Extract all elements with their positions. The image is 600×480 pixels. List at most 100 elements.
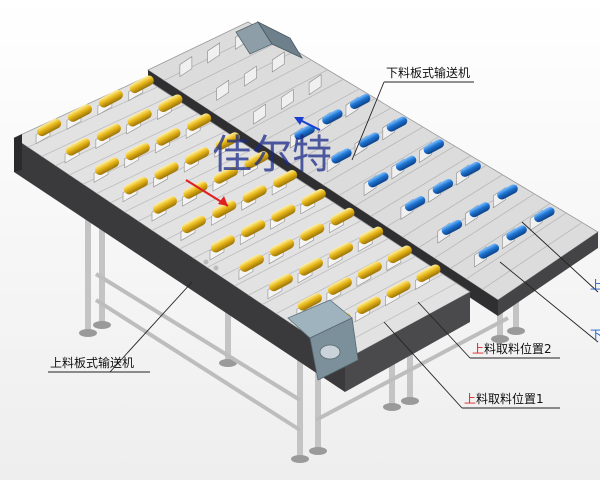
frame-bolt [213,265,219,271]
gold-roll [273,170,298,188]
upper-slat [234,220,362,287]
lower-slat [259,88,360,144]
upper-slat [41,95,172,157]
leader-right-top [521,221,599,293]
upper-slat [275,247,403,315]
lower-slat [354,145,456,207]
brace-bar [94,272,302,402]
gold-roll [187,113,212,131]
fixture-plate [207,42,220,64]
direction-arrows [185,117,321,207]
blue-roll [423,139,445,155]
blue-roll [368,172,389,188]
gold-roll [356,296,381,315]
blue-roll [478,243,500,259]
lower-conveyor-gearbox [256,20,304,59]
gold-roll [244,151,269,169]
label-lower-conveyor: 下料板式输送机 [386,66,471,80]
leg-foot [507,327,525,335]
gold-roll [127,108,152,127]
gold-roll [387,245,412,264]
lower-slat [322,126,424,186]
leg-foot [291,455,309,463]
gold-roll [242,185,267,203]
lower-slat [243,78,344,134]
blue-rolls [294,93,555,259]
blue-roll [349,93,371,109]
gold-roll [297,293,322,311]
blue-roll [294,124,315,140]
gold-roll [94,157,120,175]
label-pick-position-1: 上料取料位置1 [464,392,544,406]
upper-conveyor [13,75,471,392]
leg-foot [219,359,237,367]
gold-roll [215,132,240,150]
gold-roll [158,94,183,112]
gold-roll [96,123,121,142]
watermark: 佳尔特 [212,132,332,178]
gold-roll [357,261,382,279]
frame-braces [94,272,509,432]
lower-conveyor-end-frame [498,232,598,316]
brace-bar [315,368,411,422]
brace-bar [409,316,509,372]
gold-roll [330,207,355,226]
upper-conveyor-side-frame [14,138,345,392]
blue-roll [460,161,481,177]
gold-rolls [35,75,441,339]
frame-bolt [203,259,209,265]
upper-flow-arrow-head [218,196,228,206]
upper-slat [206,202,335,268]
upper-conveyor-end-frame [345,292,470,392]
gold-roll [185,147,210,165]
blue-roll [441,219,463,235]
lower-slat [481,222,583,290]
leader-upper-conveyor [109,281,193,373]
lower-slat [370,155,471,217]
gold-roll [213,166,238,184]
leader-right-bottom [499,261,599,343]
leader-pick-pos-2 [417,301,471,359]
gold-roll [154,161,179,180]
lower-slat [450,203,551,269]
blue-roll [331,148,352,164]
leg-foot [93,321,111,329]
gold-roll [271,204,296,222]
lower-slat [179,40,280,92]
gold-roll [298,258,324,276]
gold-roll [239,254,264,272]
gearbox-cover [319,344,341,360]
leader-lines [48,81,599,409]
lower-slat [434,193,535,259]
gold-roll [327,277,352,295]
gold-roll [156,128,181,146]
fixture-plate [244,65,257,87]
gold-roll [241,219,266,238]
gold-roll [301,188,326,207]
upper-slat [262,238,389,305]
fixture-plate [271,51,285,73]
blue-roll [534,207,555,223]
label-partial-bottom: 下 [590,328,600,342]
leg-foot [309,447,327,455]
fixture-plate [308,74,322,96]
upper-slat [27,86,158,148]
upper-slat [96,131,226,194]
gold-roll [123,176,149,195]
gold-roll [65,138,91,156]
fixture-plate [216,79,230,101]
blue-roll [358,132,380,148]
upper-slat [68,113,199,176]
lower-slat [211,59,312,113]
gold-roll [36,118,62,137]
label-pick-position-2-text: 料取料位置2 [484,342,552,356]
blue-roll [404,196,426,212]
label-pick-position-2: 上料取料位置2 [472,342,552,356]
gold-roll [359,226,384,245]
gold-roll [181,215,206,234]
leg-foot [401,397,419,405]
gold-roll [300,223,325,241]
blue-roll [395,155,417,171]
